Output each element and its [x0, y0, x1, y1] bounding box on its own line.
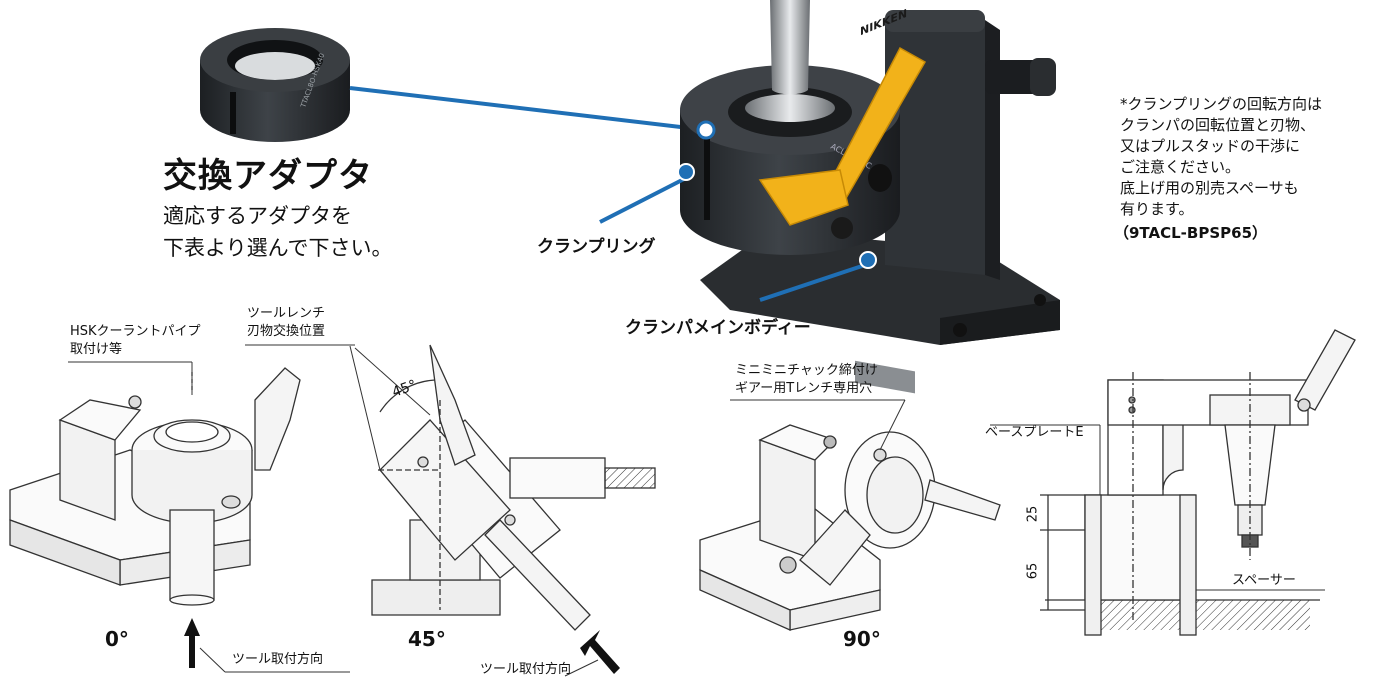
knob-handle [985, 58, 1056, 96]
view-90-degree: 90° [843, 627, 881, 651]
view-45-callout: ツールレンチ 刃物交換位置 [247, 306, 326, 339]
clamp-body-label: クランパメインボディー [625, 318, 811, 338]
rotation-note: *クランプリングの回転方向は クランパの回転位置と刃物、 又はプルスタッドの干渉… [1120, 95, 1323, 218]
view-90-callout: ミニミニチャック締付け ギアー用Tレンチ専用穴 [735, 363, 878, 396]
view-45-drawing [371, 344, 656, 631]
spacer-part-code: （9TACL-BPSP65） [1114, 224, 1268, 242]
view-45-degree: 45° [408, 627, 446, 651]
adapter-ring-photo: TTACL8O-HSK40 [200, 28, 350, 142]
ring-callout-dot [696, 120, 716, 140]
clamp-photo: NIKKEN ACL-B40HC [680, 0, 1060, 394]
adapter-description: 適応するアダプタを 下表より選んで下さい。 [163, 204, 393, 260]
tool-direction-arrow-45 [580, 630, 620, 674]
spacer-view-drawing [1040, 329, 1356, 636]
tool-direction-arrow-0 [184, 618, 200, 668]
view-90-drawing [699, 424, 1001, 632]
view-0-degree: 0° [105, 627, 129, 651]
clamp-ring-label: クランプリング [537, 237, 656, 257]
adapter-title: 交換アダプタ [163, 156, 373, 196]
ring-leader-line [599, 176, 687, 224]
adapter-leader-line [349, 86, 707, 132]
view-0-drawing [9, 367, 301, 606]
view-45-arrow-label: ツール取付方向 [480, 662, 572, 677]
view-0-callout: HSKクーラントパイプ 取付け等 [70, 324, 201, 357]
view-0-arrow-label: ツール取付方向 [232, 652, 324, 667]
dim-top-value: 25 [1025, 505, 1041, 523]
base-plate-label: ベースプレートE [985, 425, 1084, 440]
spacer-label: スペーサー [1232, 573, 1296, 588]
dim-bottom-value: 65 [1025, 562, 1041, 580]
body-leader-line [759, 262, 869, 302]
